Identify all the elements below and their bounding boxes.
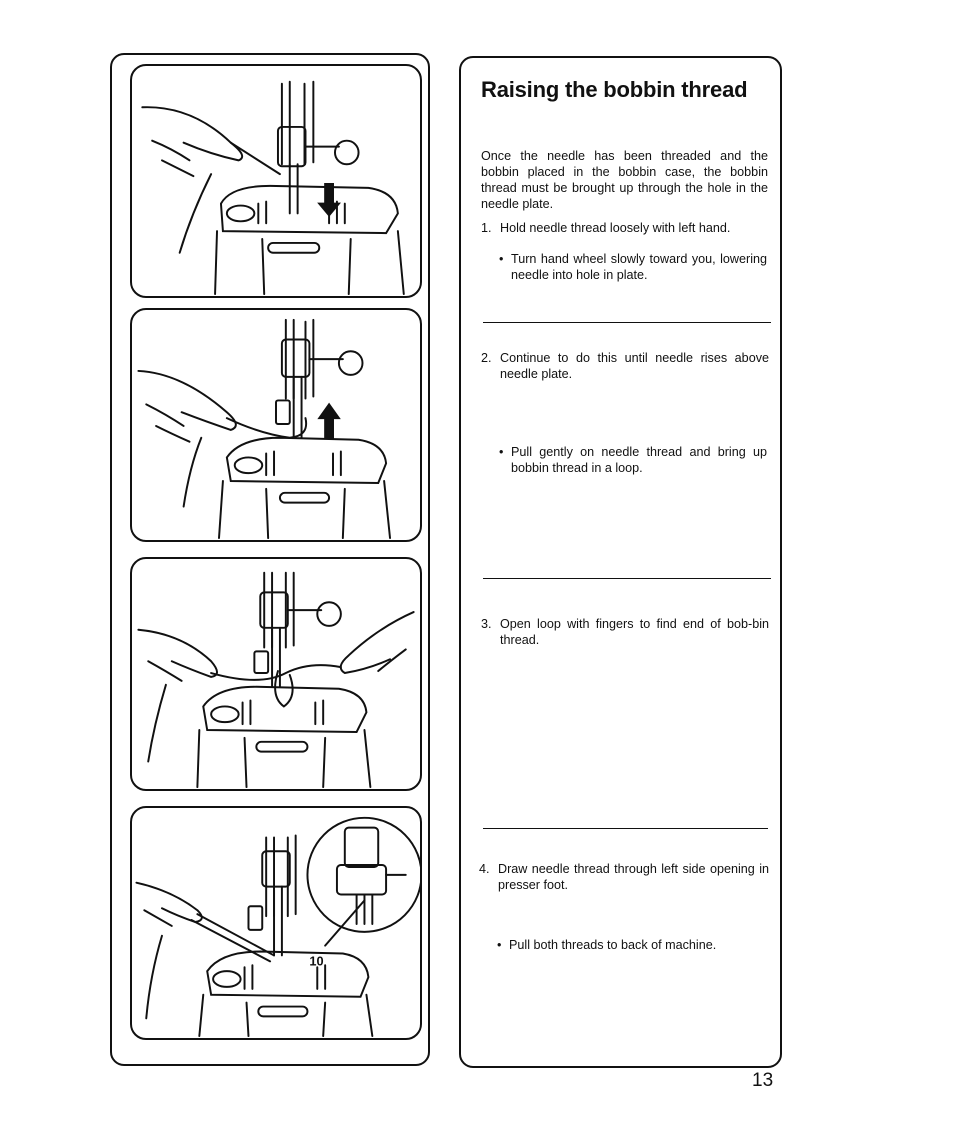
bullet-text: Turn hand wheel slowly toward you, lower… (511, 252, 767, 282)
illustration-column: 10 (110, 53, 430, 1066)
instructions-column: Raising the bobbin thread Once the needl… (459, 56, 782, 1068)
needle-plate-drawing (198, 950, 374, 1038)
needle-plate-drawing (218, 436, 391, 540)
illustration-step-2 (130, 308, 422, 542)
divider (483, 828, 768, 829)
bullet-dot: • (497, 938, 502, 952)
step-2-bullet: • Pull gently on needle thread and bring… (499, 444, 767, 476)
needle-plate-drawing (196, 685, 372, 789)
step-number: 1. (481, 221, 492, 235)
right-hand-drawing (339, 611, 415, 675)
section-title: Raising the bobbin thread (481, 77, 748, 102)
needle-bar-drawing (275, 318, 364, 439)
callout-leader (324, 899, 366, 947)
step-number: 2. (481, 351, 492, 365)
left-hand-drawing (137, 628, 218, 763)
needle-plate-drawing (214, 184, 405, 296)
bullet-text: Pull gently on needle thread and bring u… (511, 445, 767, 475)
step-number: 4. (479, 862, 490, 876)
step-4-bullet: • Pull both threads to back of machine. (497, 937, 767, 953)
step-text: Open loop with fingers to find end of bo… (500, 617, 769, 647)
step-1-bullet: • Turn hand wheel slowly toward you, low… (499, 251, 767, 283)
illustration-step-3 (130, 557, 422, 791)
intro-paragraph: Once the needle has been threaded and th… (481, 149, 768, 211)
step-3: 3. Open loop with fingers to find end of… (481, 616, 769, 648)
page-number: 13 (752, 1070, 774, 1091)
bullet-text: Pull both threads to back of machine. (509, 938, 717, 952)
needle-bar-drawing (276, 80, 360, 215)
bullet-dot: • (499, 445, 504, 459)
step-text: Hold needle thread loosely with left han… (500, 221, 731, 235)
illustration-step-1 (130, 64, 422, 298)
hand-drawing (135, 881, 276, 1020)
callout-number: 10 (309, 953, 323, 968)
divider (483, 578, 771, 579)
hand-drawing (141, 106, 281, 254)
hand-drawing (137, 369, 308, 508)
down-arrow (317, 182, 342, 217)
presser-foot-detail-circle (306, 816, 420, 933)
step-2: 2. Continue to do this until needle rise… (481, 350, 769, 382)
bullet-dot: • (499, 252, 504, 266)
illustration-step-4: 10 (130, 806, 422, 1040)
step-text: Continue to do this until needle rises a… (500, 351, 769, 381)
step-text: Draw needle thread through left side ope… (498, 862, 769, 892)
divider (483, 322, 771, 323)
up-arrow (317, 402, 341, 439)
needle-bar-drawing (253, 571, 342, 688)
step-4: 4. Draw needle thread through left side … (479, 861, 769, 893)
needle-bar-drawing (247, 834, 297, 957)
thread-loop (210, 664, 342, 708)
step-number: 3. (481, 617, 492, 631)
step-1: 1. Hold needle thread loosely with left … (481, 220, 769, 236)
